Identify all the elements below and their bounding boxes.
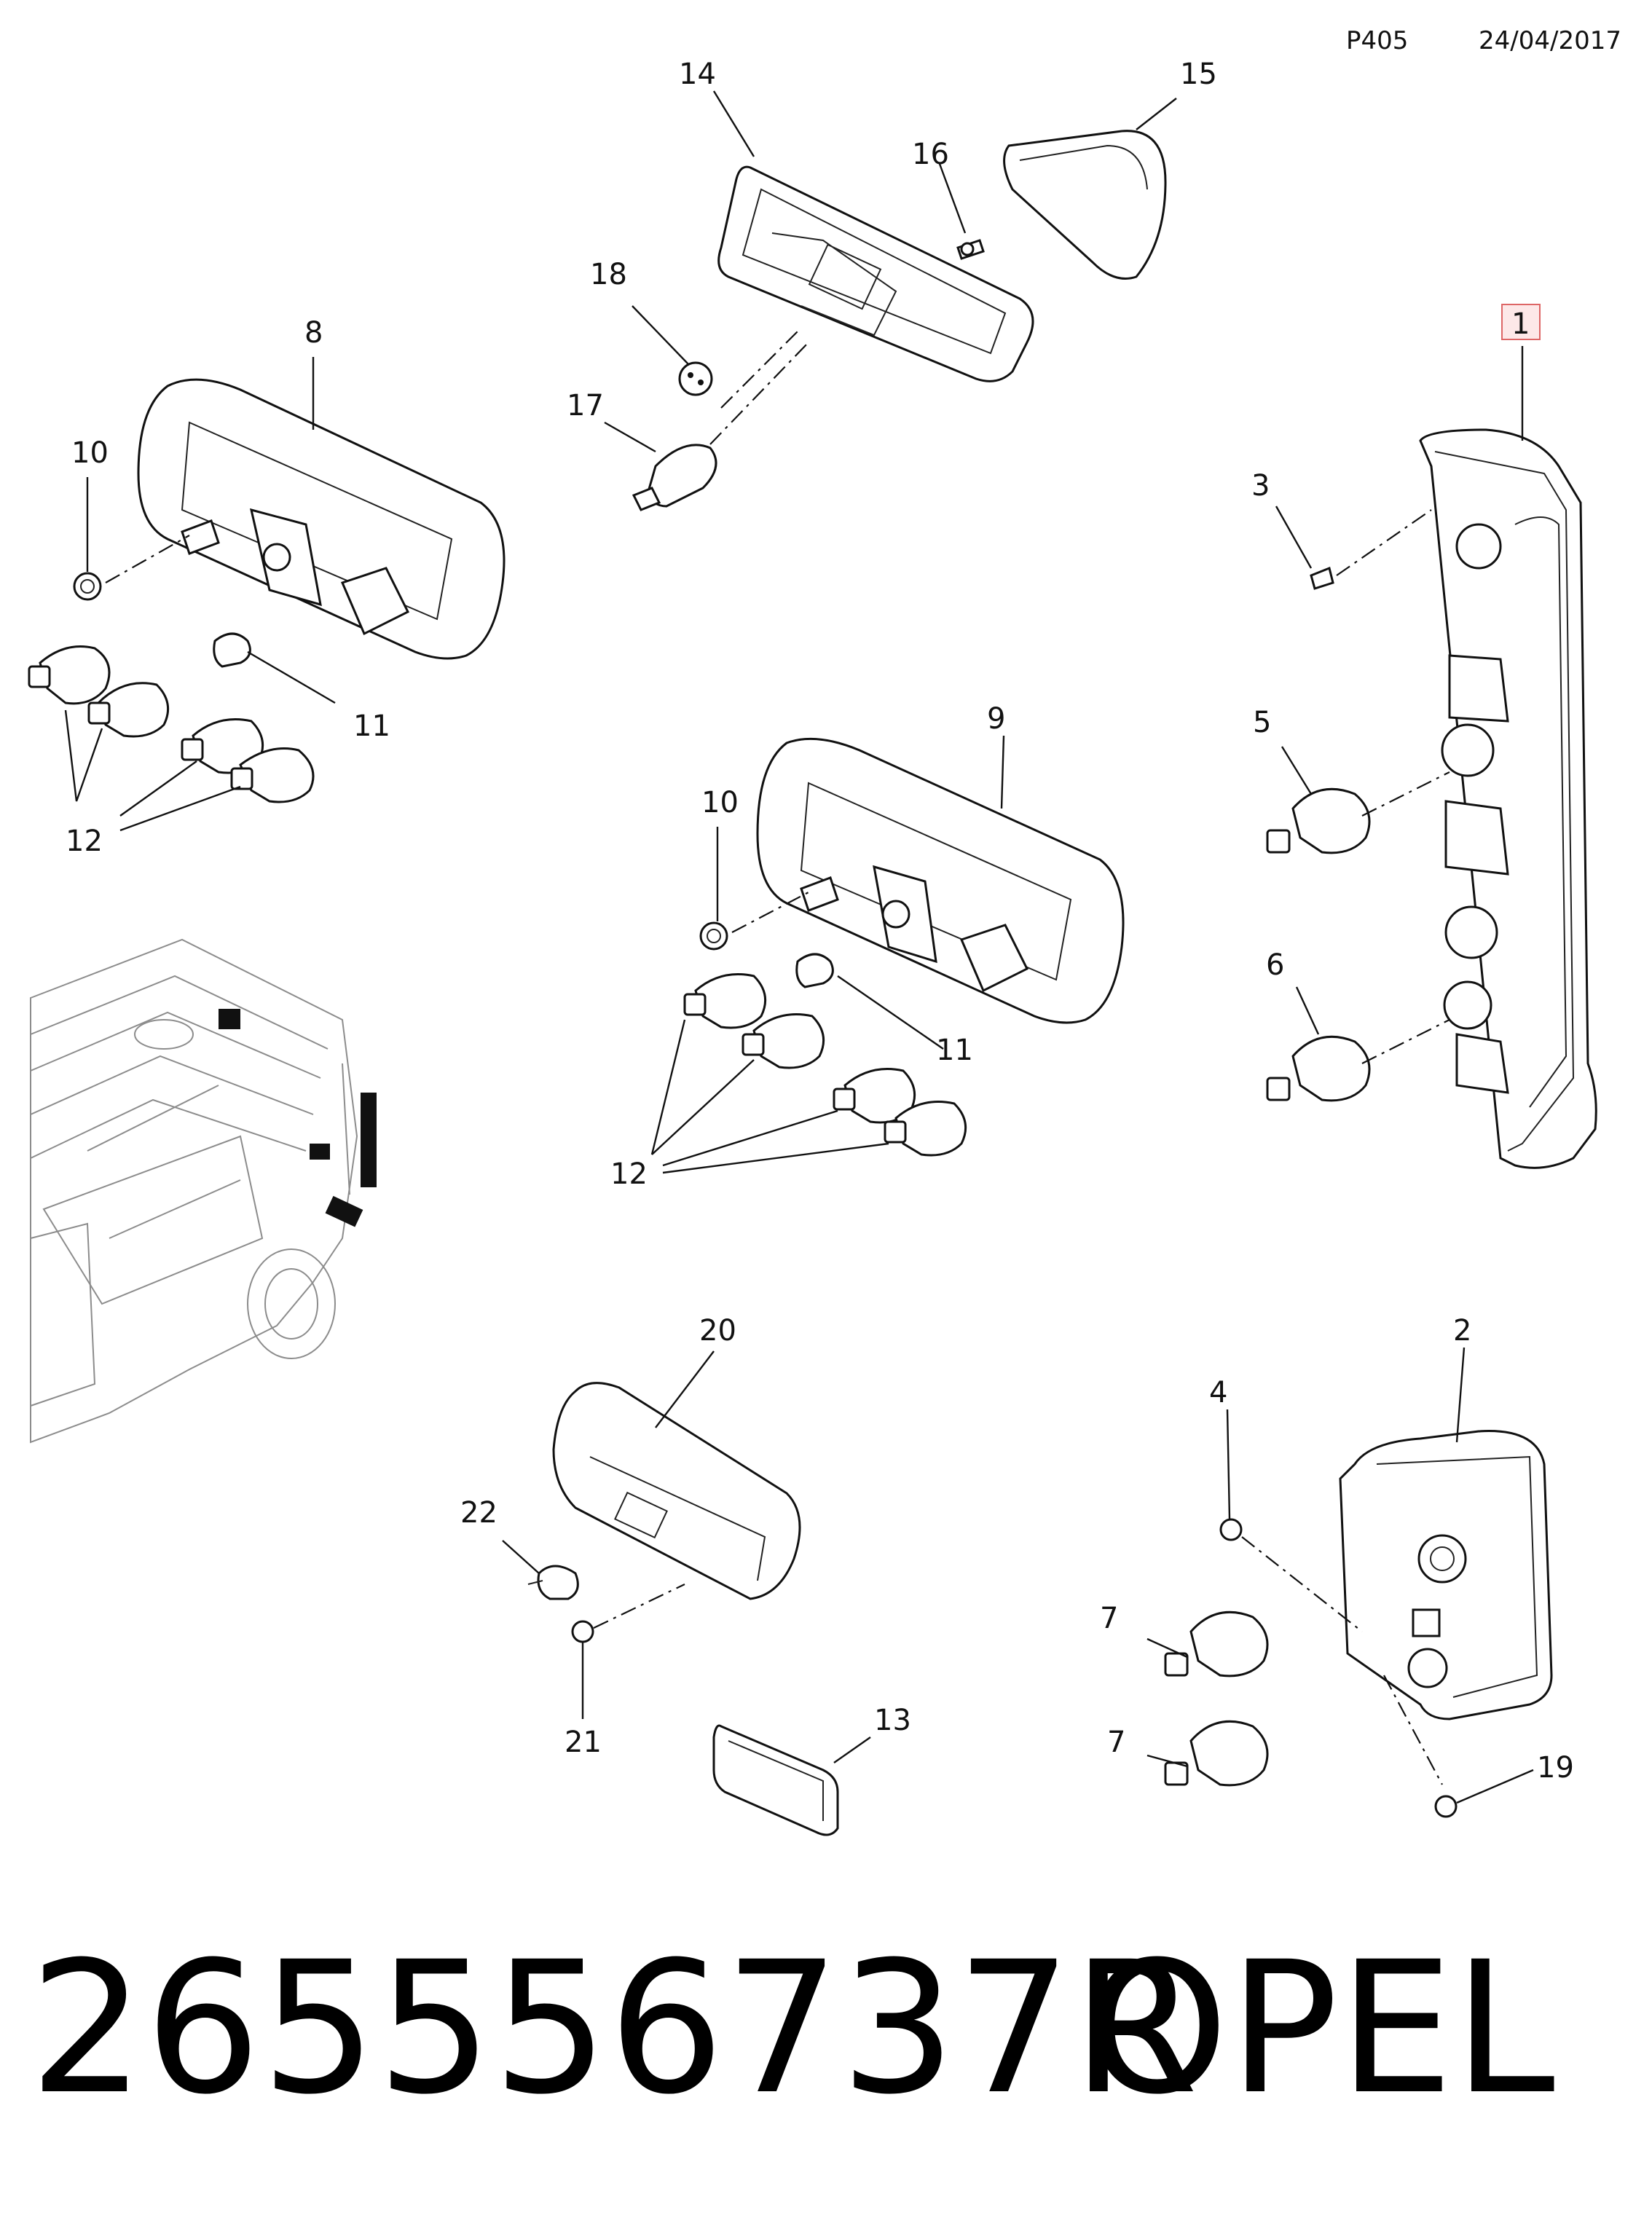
- callout-20: 20: [699, 1314, 736, 1348]
- callout-9: 9: [987, 702, 1005, 736]
- diagram-date: 24/04/2017: [1479, 26, 1621, 55]
- callout-17: 17: [567, 389, 604, 422]
- tail-lamp-2: [1164, 1430, 1553, 1818]
- callout-10a: 10: [71, 436, 109, 470]
- callout-22: 22: [460, 1496, 497, 1530]
- high-mount-lamp-assembly: [632, 130, 1167, 511]
- part-number: 265556737R: [29, 1922, 1199, 2134]
- selected-part-highlight: [1501, 304, 1541, 340]
- tail-lamp-1: [1266, 428, 1597, 1169]
- leader-lines: [64, 90, 1534, 1804]
- callout-6: 6: [1266, 948, 1284, 982]
- plate-lamp-lens-13: [712, 1724, 839, 1836]
- callout-14: 14: [679, 58, 716, 91]
- callout-16: 16: [912, 138, 949, 171]
- callout-7a: 7: [1100, 1602, 1118, 1635]
- callout-10b: 10: [701, 786, 739, 819]
- callout-7b: 7: [1107, 1726, 1125, 1759]
- callout-11b: 11: [936, 1034, 973, 1067]
- callout-12b: 12: [610, 1157, 648, 1191]
- callout-8: 8: [304, 316, 323, 350]
- tail-lamp-8: [73, 378, 506, 668]
- callout-3: 3: [1251, 469, 1270, 503]
- van-illustration: [30, 938, 377, 1444]
- callout-13: 13: [874, 1704, 911, 1737]
- callout-19: 19: [1537, 1751, 1574, 1785]
- callout-11a: 11: [353, 709, 390, 743]
- bulb-set-12a: [28, 645, 315, 803]
- callout-5: 5: [1253, 706, 1271, 739]
- tail-lamp-9: [699, 737, 1125, 1024]
- callout-12a: 12: [66, 825, 103, 858]
- bulb-set-12b: [683, 973, 967, 1157]
- brand-name: OPEL: [1085, 1922, 1555, 2134]
- callout-4: 4: [1209, 1376, 1227, 1409]
- callout-2: 2: [1453, 1314, 1471, 1348]
- number-plate-lamp-20: [527, 1382, 801, 1643]
- page-code: P405: [1346, 26, 1409, 55]
- callout-labels: 1 2 3 4 5 6 7 7 8 9 10 10 11 11 12 12 13…: [66, 58, 1574, 1785]
- callout-18: 18: [590, 258, 627, 291]
- callout-21: 21: [565, 1726, 602, 1759]
- callout-1: 1: [1511, 307, 1530, 341]
- van-highlighted-lamps: [219, 1009, 377, 1227]
- callout-15: 15: [1180, 58, 1217, 91]
